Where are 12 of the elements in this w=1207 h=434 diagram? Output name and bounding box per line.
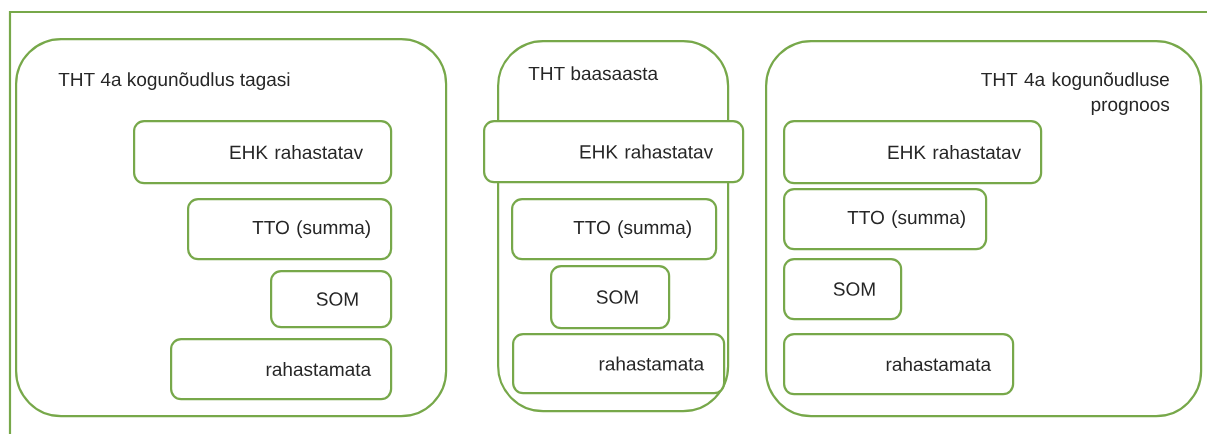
item-box: SOM: [550, 265, 671, 330]
item-box: rahastamata: [170, 338, 393, 401]
item-box: rahastamata: [783, 333, 1015, 396]
item-box: TTO (summa): [187, 198, 393, 261]
item-box: SOM: [783, 258, 903, 321]
item-box: SOM: [270, 270, 393, 329]
item-box: TTO (summa): [511, 198, 718, 261]
item-box: EHK rahastatav: [783, 120, 1043, 185]
item-box: TTO (summa): [783, 188, 988, 251]
item-box: rahastamata: [512, 333, 726, 395]
item-box: EHK rahastatav: [133, 120, 393, 185]
item-box: EHK rahastatav: [483, 120, 745, 184]
